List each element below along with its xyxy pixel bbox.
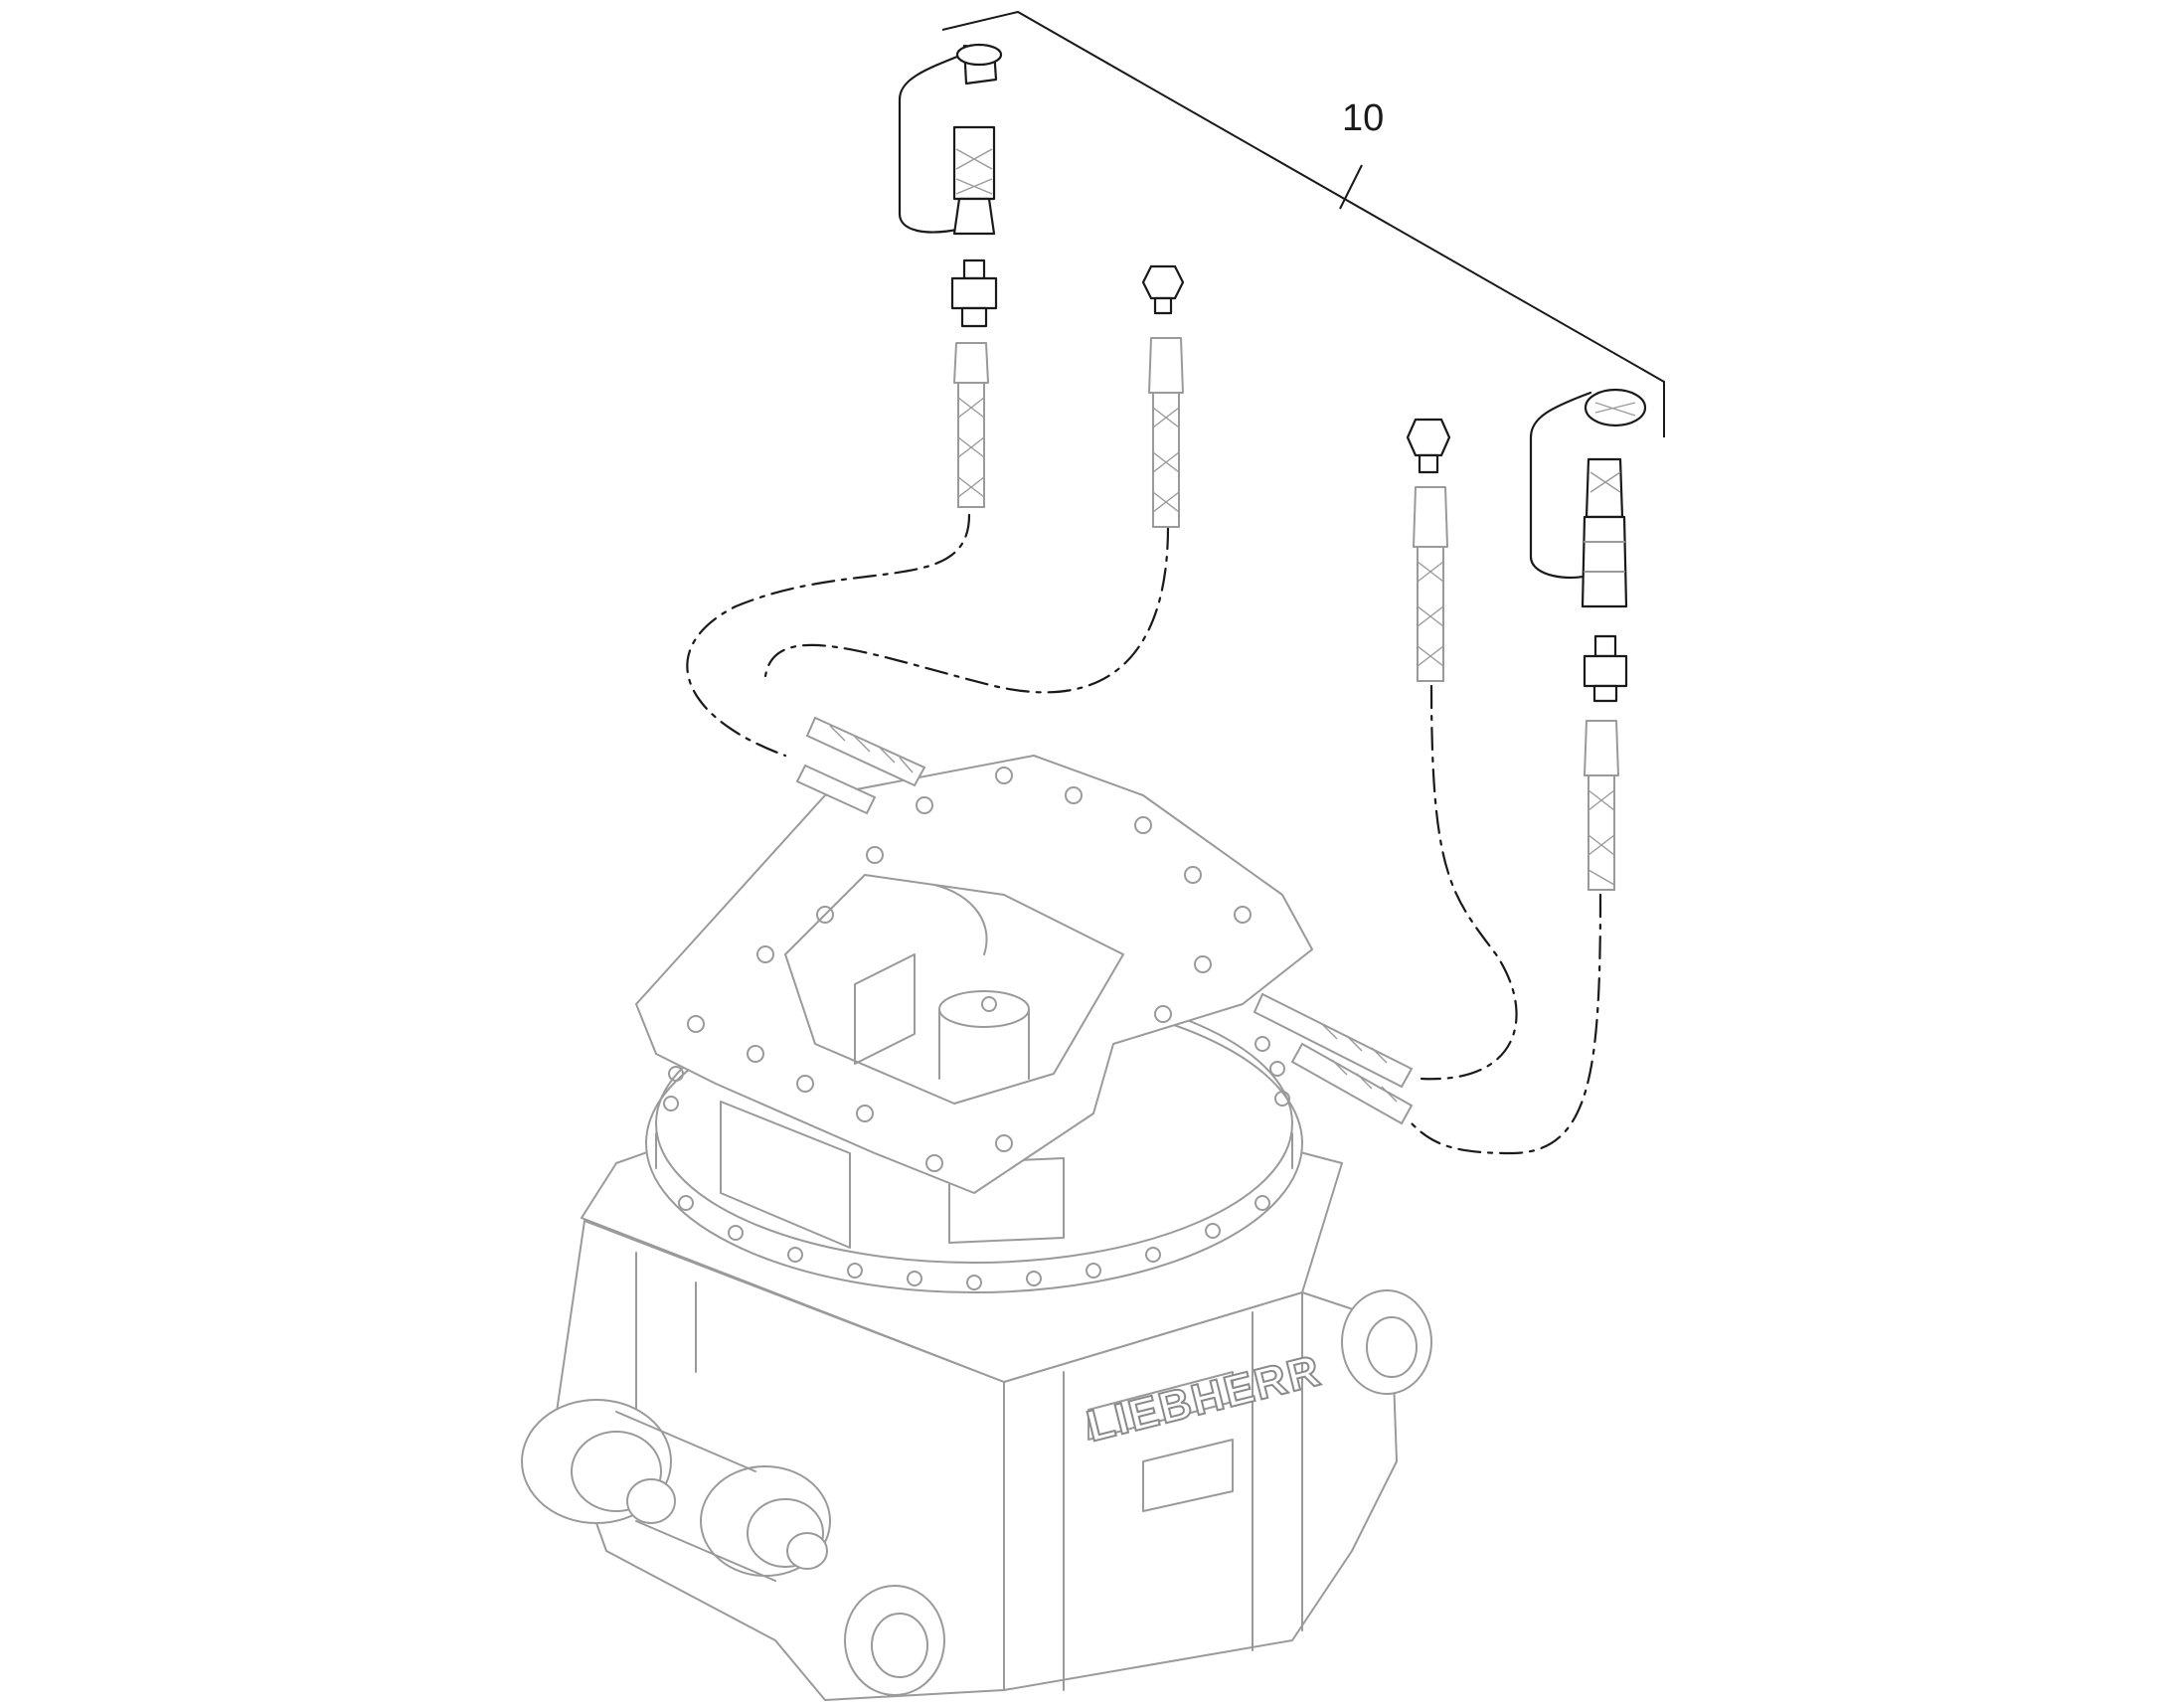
left-coupler-assembly — [898, 43, 1003, 508]
right-coupler-assembly — [1529, 388, 1647, 891]
callout-leader — [941, 10, 1665, 437]
housing-hose-stubs — [795, 716, 1414, 1125]
callout-number: 10 — [1342, 97, 1385, 139]
hose-routing-lines — [686, 513, 1602, 1155]
rotator-housing: LIEBHERR — [521, 716, 1432, 1701]
right-hose-assembly — [1406, 418, 1451, 682]
center-hose-assembly — [1141, 264, 1185, 528]
adapter-plate — [635, 755, 1313, 1194]
pivot-eye-right — [844, 1289, 1432, 1696]
pivot-eye-left — [521, 1399, 831, 1582]
